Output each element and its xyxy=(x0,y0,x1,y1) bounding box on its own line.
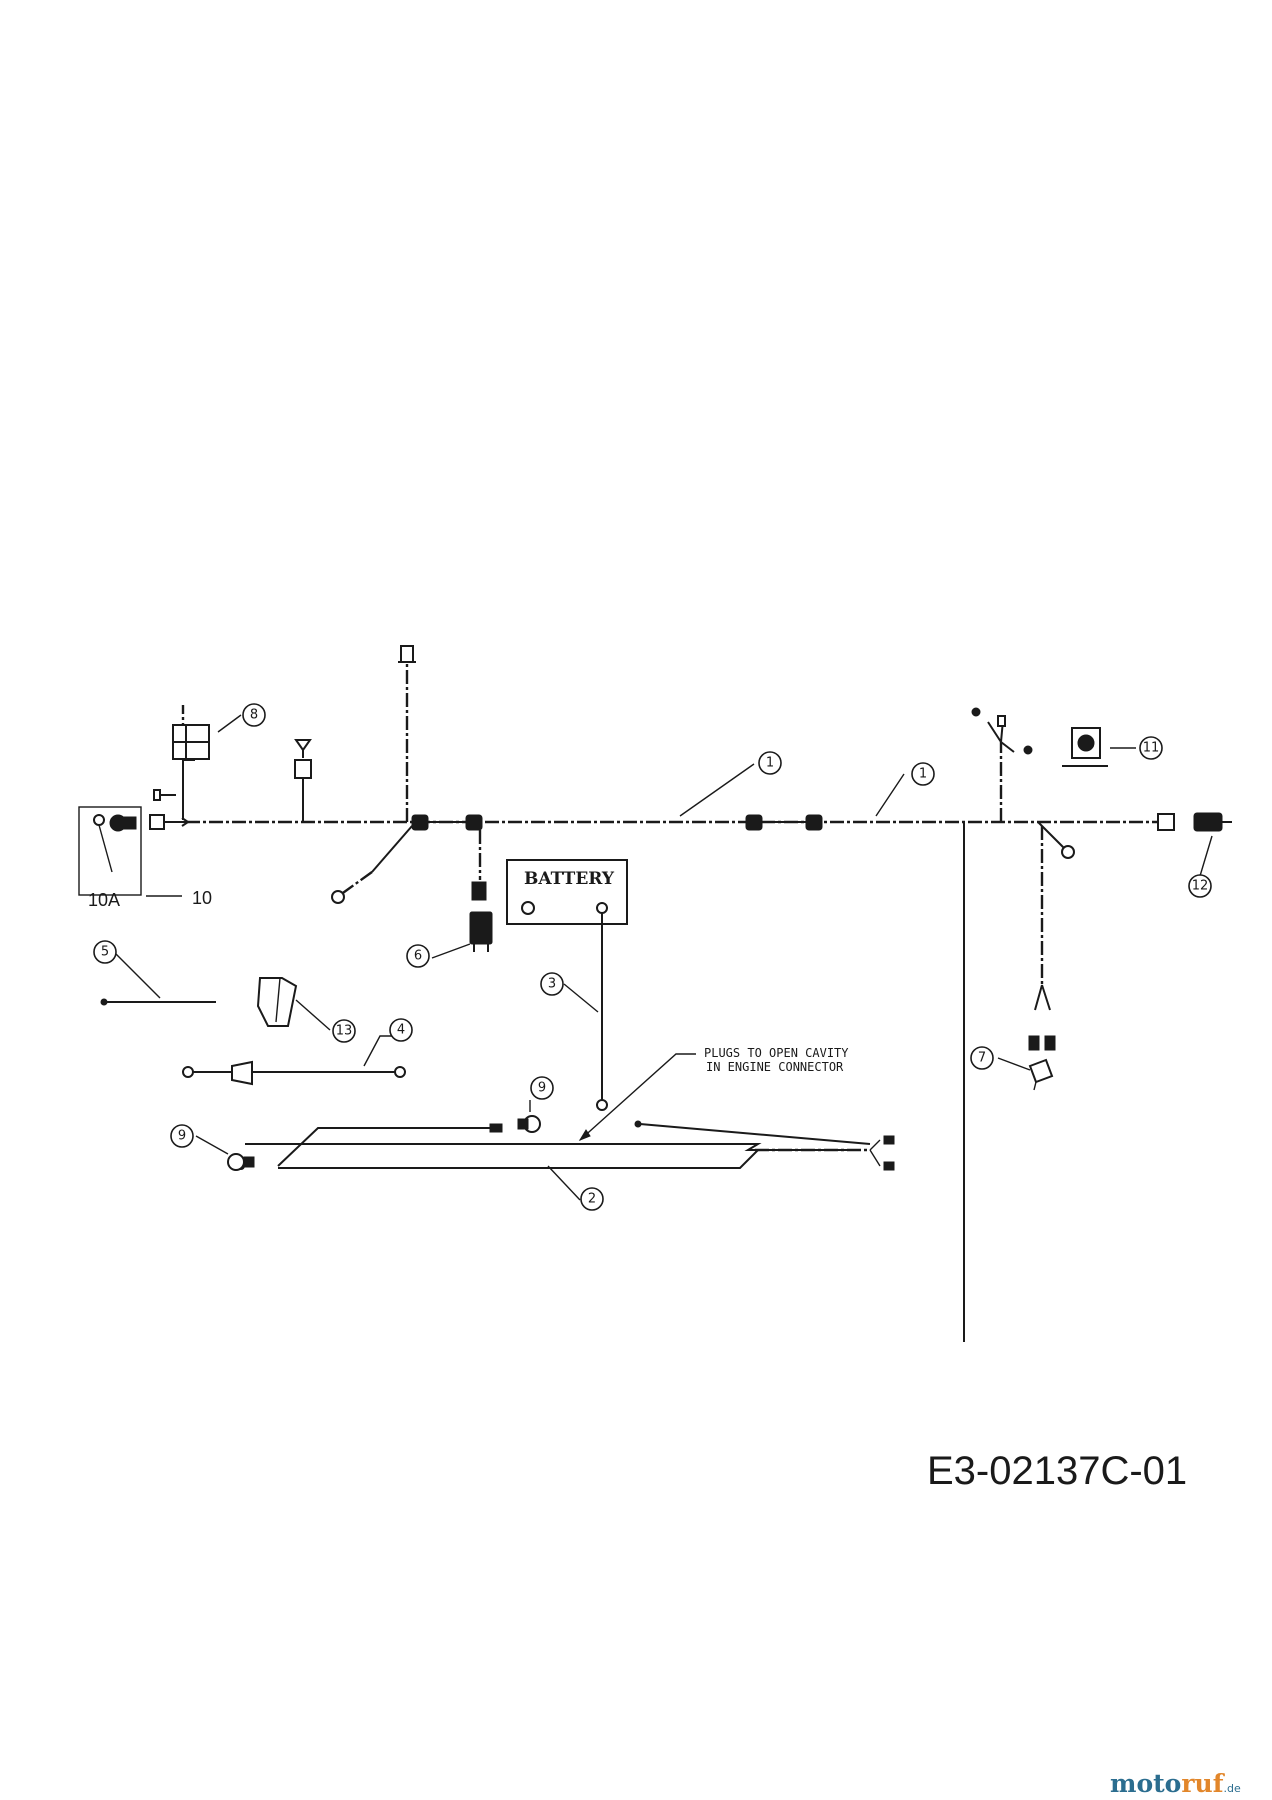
callout-switch-7: 7 xyxy=(970,1046,994,1070)
leader-harness-b xyxy=(875,773,905,817)
connector-12 xyxy=(1193,812,1232,832)
switch-7 xyxy=(997,1057,1054,1091)
battery-label: BATTERY xyxy=(524,869,615,889)
bulb-9-lower xyxy=(195,1135,255,1171)
battery-cable-3 xyxy=(563,913,608,1111)
leader-part-12 xyxy=(1199,835,1213,877)
leader-harness-a xyxy=(679,763,755,817)
callout-cable-tie-5: 5 xyxy=(93,940,117,964)
svg-text:motoruf.de: motoruf.de xyxy=(1110,1769,1241,1798)
leader-relay-8 xyxy=(217,714,242,733)
callout-harness-a: 1 xyxy=(758,751,782,775)
svg-text:6: 6 xyxy=(414,949,422,964)
wire-harness-2 xyxy=(237,1120,895,1201)
callout-part-12: 12 xyxy=(1188,874,1212,898)
note-leader xyxy=(578,1053,696,1142)
label-switch-10: 10 xyxy=(192,888,212,908)
svg-text:9: 9 xyxy=(178,1129,186,1144)
callout-switch-6: 6 xyxy=(406,944,430,968)
note-line-2: IN ENGINE CONNECTOR xyxy=(706,1060,844,1074)
callout-bulb-9-lower: 9 xyxy=(170,1124,194,1148)
callout-bulb-9-upper: 9 xyxy=(530,1076,554,1100)
callout-wire-harness-2: 2 xyxy=(580,1187,604,1211)
cable-tie-5 xyxy=(100,953,216,1006)
relay-8 xyxy=(172,724,210,760)
callout-part-11: 11 xyxy=(1139,736,1163,760)
svg-text:9: 9 xyxy=(538,1081,546,1096)
svg-text:12: 12 xyxy=(1192,879,1209,894)
svg-text:5: 5 xyxy=(101,945,109,960)
watermark-suffix: .de xyxy=(1223,1782,1240,1795)
ground-cable-4 xyxy=(182,1035,406,1086)
svg-text:4: 4 xyxy=(397,1023,405,1038)
svg-text:3: 3 xyxy=(548,977,556,992)
svg-text:13: 13 xyxy=(336,1024,353,1039)
svg-text:1: 1 xyxy=(919,767,927,782)
svg-text:2: 2 xyxy=(588,1192,596,1207)
callout-harness-b: 1 xyxy=(911,762,935,786)
label-switch-10a: 10A xyxy=(88,890,120,910)
svg-text:11: 11 xyxy=(1143,741,1160,756)
svg-text:1: 1 xyxy=(766,756,774,771)
svg-text:7: 7 xyxy=(978,1051,986,1066)
switch-6 xyxy=(431,911,493,959)
callout-ground-cable-4: 4 xyxy=(389,1018,413,1042)
svg-text:8: 8 xyxy=(250,708,258,723)
callout-battery-cable-3: 3 xyxy=(540,972,564,996)
drawing-number: E3-02137C-01 xyxy=(927,1449,1187,1493)
callout-part-13: 13 xyxy=(332,1019,356,1043)
main-harness xyxy=(149,645,1175,1342)
watermark-part-1: moto xyxy=(1110,1769,1181,1798)
callout-relay-8: 8 xyxy=(242,703,266,727)
sensor-11 xyxy=(1062,727,1108,767)
part-13 xyxy=(256,977,331,1031)
switch-10-box xyxy=(78,806,182,897)
bulb-9-upper xyxy=(517,1100,541,1133)
watermark-part-2: ruf xyxy=(1181,1769,1225,1798)
note-line-1: PLUGS TO OPEN CAVITY xyxy=(704,1046,849,1060)
battery xyxy=(506,859,628,925)
watermark-logo: motoruf.de xyxy=(1110,1769,1241,1798)
